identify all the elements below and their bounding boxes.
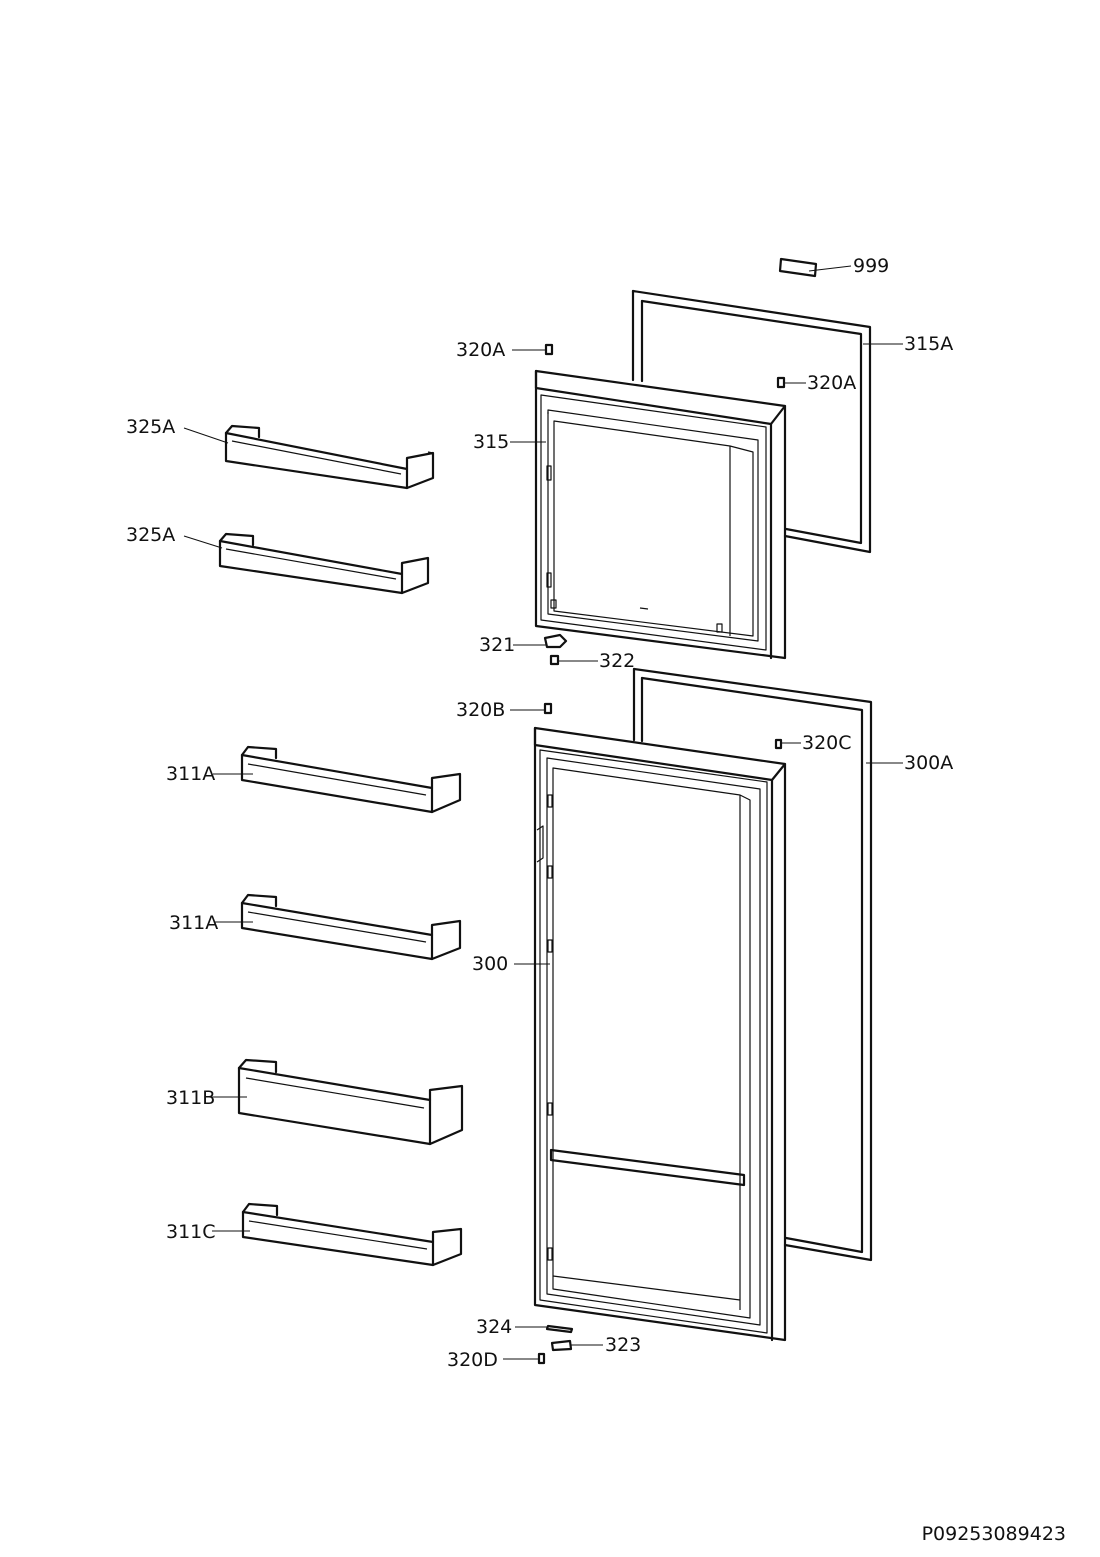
label-321: 321 [479,634,515,656]
part-322-hinge-pin [549,654,560,666]
label-320b: 320B [456,699,505,721]
label-315: 315 [473,431,509,453]
label-323: 323 [605,1334,641,1356]
part-320c-pin [774,738,783,750]
part-325a-shelf-top [224,424,435,490]
part-315-upper-door [534,369,787,660]
label-320a-left: 320A [456,339,505,361]
part-315a-upper-gasket [631,289,872,554]
part-320d-pin [537,1352,546,1365]
label-311c: 311C [166,1221,216,1243]
label-315a: 315A [904,333,953,355]
label-300a: 300A [904,752,953,774]
label-300: 300 [472,953,508,975]
label-311a-top: 311A [166,763,215,785]
part-311a-shelf-top [240,745,462,814]
part-323-hinge-cover [550,1339,573,1352]
label-320d: 320D [447,1349,498,1371]
label-999: 999 [853,255,889,277]
part-labels: 999 315A 320A 320A 315 325A 325A 321 322… [126,255,953,1371]
part-311b-shelf-deep [237,1058,464,1146]
label-320c: 320C [802,732,852,754]
label-311a-bottom: 311A [169,912,218,934]
document-code: P09253089423 [921,1523,1066,1545]
leader-lines [183,265,903,1360]
part-320a-right-pin [776,376,786,389]
part-325a-shelf-bottom [218,532,430,595]
label-320a-right: 320A [807,372,856,394]
label-324: 324 [476,1316,512,1338]
part-311a-shelf-bottom [240,893,462,961]
part-320a-left-pin [544,343,554,356]
part-999-plate [778,257,818,278]
part-324-hinge-plate [545,1324,574,1334]
part-311c-shelf [241,1202,463,1267]
label-325a-bottom: 325A [126,524,175,546]
part-300a-lower-gasket [632,667,873,1262]
part-320b-pin [543,702,553,715]
part-300-lower-door [533,726,787,1342]
label-311b: 311B [166,1087,215,1109]
label-322: 322 [599,650,635,672]
label-325a-top: 325A [126,416,175,438]
part-321-hinge-bushing [543,633,568,649]
